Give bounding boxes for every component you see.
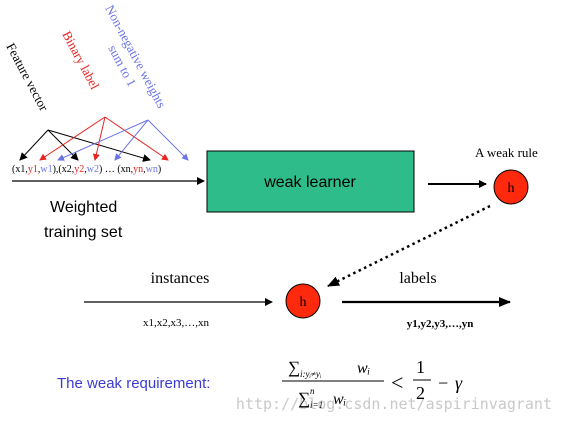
- half-numerator: 1: [416, 357, 425, 377]
- apply-node-label: h: [300, 295, 307, 310]
- watermark: http://blog.csdn.net/aspirinvagrant: [236, 395, 552, 413]
- label-pointer-arrows: [39, 116, 169, 161]
- tuple-segment-black: ): [158, 164, 161, 175]
- weighted-training-set-line1: Weighted: [50, 199, 117, 216]
- tuple-segment-black: (x1,: [12, 164, 28, 175]
- tuple-segment-black: ),(x2,: [53, 164, 75, 175]
- weak-requirement-formula: ∑ i:yᵢ≠yᵢ wᵢ ∑ n i=1 wᵢ < 1 2 − γ: [282, 357, 463, 410]
- numerator-term: wᵢ: [357, 360, 370, 377]
- denominator-subscript: i=1: [310, 400, 323, 410]
- feature-vector-label: Feature vector: [3, 40, 52, 114]
- tuple-segment-black: ,: [84, 164, 87, 175]
- tuple-segment-black: ,: [38, 164, 41, 175]
- tuple-segment-blue: wn: [146, 164, 158, 175]
- half-denominator: 2: [416, 383, 425, 403]
- binary-label-label: Binary label: [59, 28, 102, 92]
- weight-pointer-arrows: [57, 119, 189, 161]
- dotted-apply-arrow: [327, 204, 491, 288]
- tuple-segment-blue: w2: [87, 164, 99, 175]
- denominator-sum: ∑: [298, 389, 310, 408]
- tuple-segment-red: y2: [74, 164, 84, 175]
- weak-learner-label: weak learner: [263, 174, 356, 191]
- gamma-symbol: γ: [455, 373, 463, 393]
- apply-node: [285, 283, 321, 319]
- tuple-segment-black: ,: [143, 164, 146, 175]
- weak-requirement-label: The weak requirement:: [57, 375, 210, 392]
- weighted-training-set-line2: training set: [44, 224, 123, 241]
- tuple-segment-blue: w1: [40, 164, 52, 175]
- instances-values: x1,x2,x3,…,xn: [143, 317, 210, 329]
- weak-rule-node: [493, 169, 529, 205]
- tuple-segment-black: ) … (xn,: [99, 164, 133, 175]
- labels-values: y1,y2,y3,…,yn: [407, 318, 474, 330]
- weak-learner-box: [206, 150, 415, 213]
- numerator-subscript: i:yᵢ≠yᵢ: [300, 369, 322, 379]
- instances-label: instances: [151, 270, 210, 287]
- weak-rule-label: A weak rule: [475, 145, 538, 160]
- denominator-superscript: n: [310, 386, 315, 396]
- less-than: <: [391, 370, 403, 395]
- weak-rule-node-label: h: [508, 181, 515, 196]
- minus-sign: −: [438, 373, 448, 393]
- denominator-term: wᵢ: [333, 391, 346, 408]
- tuple-segment-red: yn: [133, 164, 143, 175]
- numerator-sum: ∑: [288, 358, 300, 377]
- training-tuples: (x1,y1,w1),(x2,y2,w2) … (xn,yn,wn): [12, 164, 161, 175]
- labels-title: labels: [399, 270, 436, 287]
- tuple-segment-red: y1: [28, 164, 38, 175]
